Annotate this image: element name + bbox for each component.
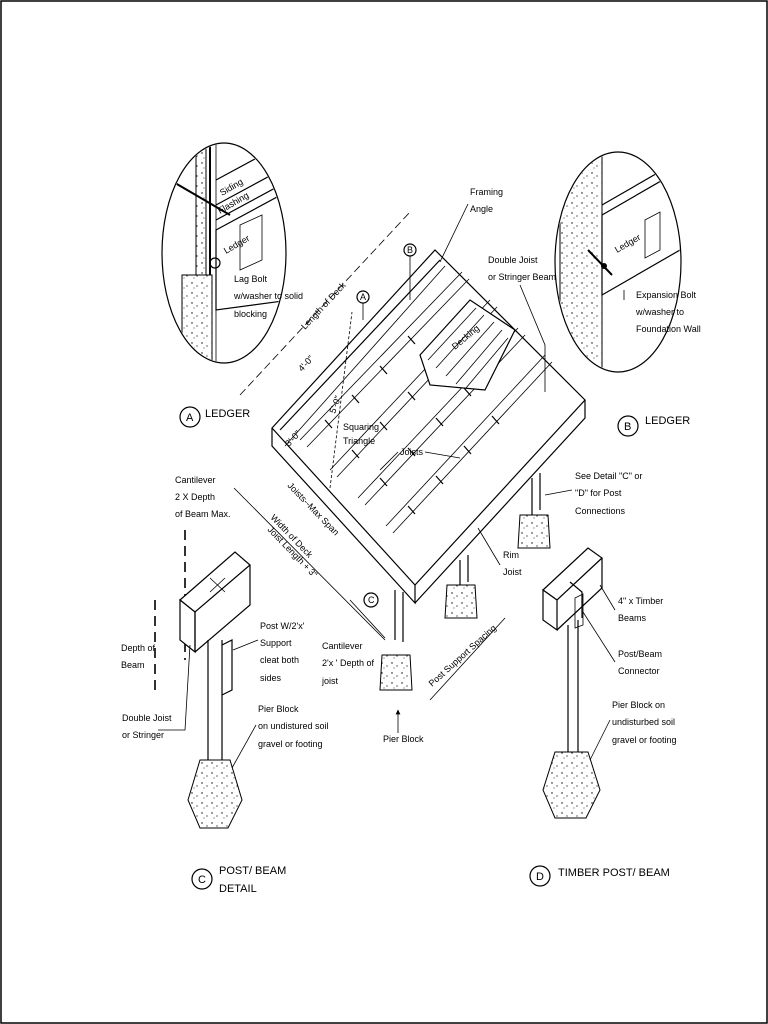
post-cleat-label-3: cleat both [260,655,299,665]
d-pier-block-label-1: Pier Block on [612,700,665,710]
depth-of-beam-label-1: Depth of [121,643,156,653]
rim-joist-label-2: Joist [503,567,522,577]
joists-label: Joists [400,447,424,457]
ledger-a-marker: A [186,412,194,424]
post-cleat-label-4: sides [260,673,282,683]
joists-max-span-label: Joists--Max Span [286,480,341,537]
length-of-deck-label: Length of Deck [299,280,348,331]
detail-c-marker: C [198,874,206,886]
ledger-b-marker: B [624,421,631,433]
ledger-b-ledger-label: Ledger [613,232,642,255]
timber-beams-label-2: Beams [618,613,647,623]
ledger-a-title: LEDGER [205,408,250,420]
framing-angle-label-1: Framing [470,187,503,197]
ledger-b-title: LEDGER [645,415,690,427]
pier-block-label: Pier Block [383,734,424,744]
expansion-bolt-label-3: Foundation Wall [636,324,701,334]
detail-d-marker: D [536,871,544,883]
cantilever-joist-label-3: joist [321,676,339,686]
post-support-spacing-label: Post Support Spacing [427,623,498,689]
deck-marker-c-circle [363,592,379,608]
detail-d-marker-circle [529,865,551,887]
lag-bolt-label-1: Lag Bolt [234,274,268,284]
ledger-label: Ledger [222,233,251,256]
double-joist-label-1: Double Joist [488,255,538,265]
d-pier-block-label-3: gravel or footing [612,735,677,745]
c-pier-block-label-3: gravel or footing [258,739,323,749]
c-pier-block-label-2: on undistured soil [258,721,329,731]
lag-bolt-label-2: w/washer to solid [233,291,303,301]
cantilever-beam-label-3: of Beam Max. [175,509,231,519]
c-double-joist-label-1: Double Joist [122,713,172,723]
cantilever-beam-label-2: 2 X Depth [175,492,215,502]
detail-c-marker-circle [191,868,213,890]
cantilever-beam-label-1: Cantilever [175,475,216,485]
squaring-triangle-label-2: Triangle [343,436,375,446]
timber-beams-label-1: 4" x Timber [618,596,663,606]
cantilever-joist-label-1: Cantilever [322,641,363,651]
connector-label-1: Post/Beam [618,649,662,659]
rim-joist-label-1: Rim [503,550,519,560]
c-pier-block-label-1: Pier Block [258,704,299,714]
three-ft-label: 3'-0" [283,428,303,448]
depth-of-beam-label-2: Beam [121,660,145,670]
detail-d-timber-post-beam: 4" x Timber Beams Post/Beam Connector Pi… [529,547,677,887]
deck-marker-b: B [407,245,413,255]
ledger-b-marker-circle [617,415,639,437]
lag-bolt-label-3: blocking [234,309,267,319]
see-detail-label-3: Connections [575,506,626,516]
post-cleat-label-1: Post W/2'x' [260,621,305,631]
d-pier-block-label-2: undisturbed soil [612,717,675,727]
see-detail-label-1: See Detail "C" or [575,471,642,481]
four-ft-label: 4'-0" [296,353,316,373]
detail-c-title-2: DETAIL [219,883,257,895]
ledger-a-detail: Siding Flashing Ledger Lag Bolt w/washer… [161,142,303,428]
detail-d-title: TIMBER POST/ BEAM [558,867,670,879]
squaring-triangle-label-1: Squaring [343,422,379,432]
framing-angle-label-2: Angle [470,204,493,214]
deck-marker-c: C [368,595,375,605]
c-double-joist-label-2: or Stringer [122,730,164,740]
see-detail-label-2: "D" for Post [575,488,622,498]
cantilever-joist-label-2: 2'x ' Depth of [322,658,374,668]
detail-c-post-beam: Cantilever 2 X Depth of Beam Max. Depth … [121,475,329,895]
expansion-bolt-label-1: Expansion Bolt [636,290,697,300]
deck-marker-a: A [360,292,366,302]
connector-label-2: Connector [618,666,660,676]
double-joist-label-2: or Stringer Beam [488,272,556,282]
post-cleat-label-2: Support [260,638,292,648]
expansion-bolt-label-2: w/washer to [635,307,684,317]
ledger-b-detail: Ledger Expansion Bolt w/washer to Founda… [554,151,701,437]
ledger-a-marker-circle [179,406,201,428]
detail-c-title-1: POST/ BEAM [219,865,286,877]
